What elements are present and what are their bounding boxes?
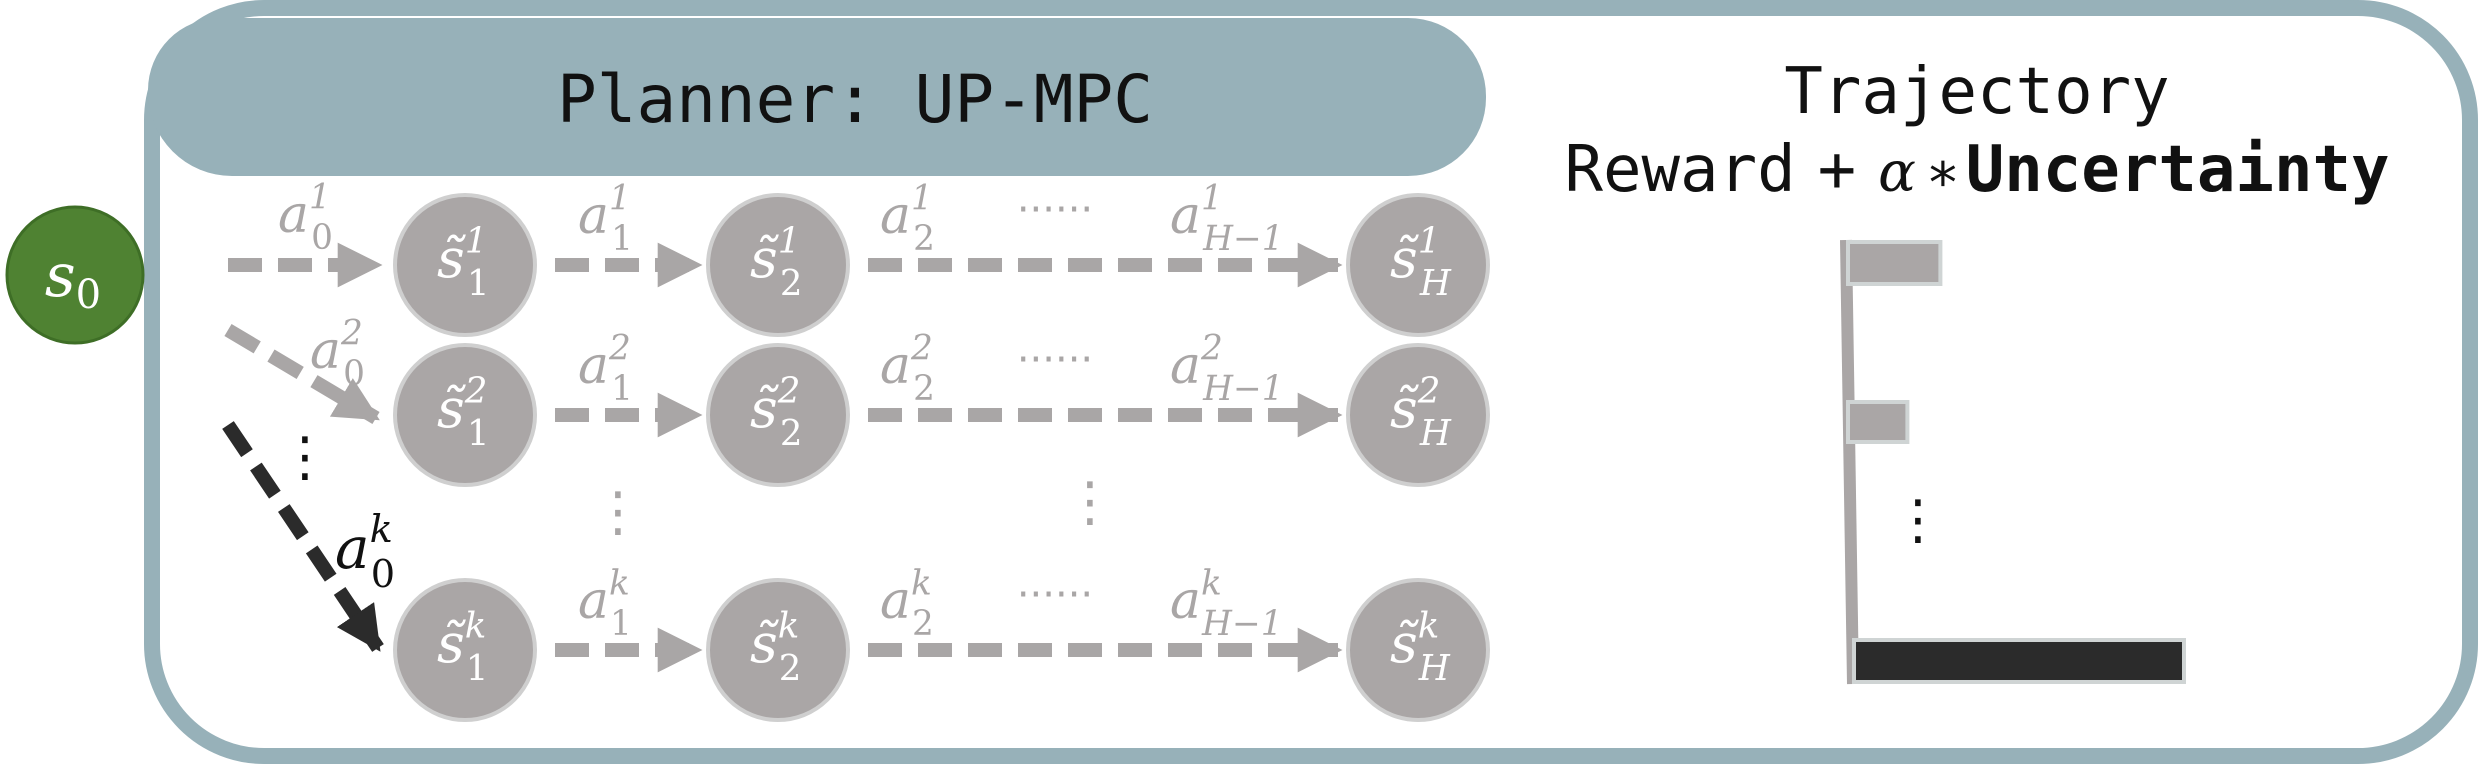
vertical-dots-col2: ⋮ xyxy=(1063,470,1117,533)
objective-line1: Trajectory xyxy=(1784,55,2169,129)
objective-alpha: α xyxy=(1878,140,1916,205)
vertical-dots-col1: ⋮ xyxy=(591,480,645,543)
predicted-state-node xyxy=(706,193,850,337)
horizon-gap-dots: ······ xyxy=(1017,337,1093,383)
horizon-gap-dots: ······ xyxy=(1017,572,1093,618)
best-trajectory-bar xyxy=(1852,638,2186,684)
predicted-state-node xyxy=(1346,193,1490,337)
initial-state-node xyxy=(5,205,145,345)
objective-reward: Reward xyxy=(1564,133,1795,207)
predicted-state-node xyxy=(706,343,850,487)
planner-title: Planner: UP-MPC xyxy=(557,61,1153,138)
horizon-gap-dots: ······ xyxy=(1017,187,1093,233)
predicted-state-node xyxy=(393,193,537,337)
first-action-arrow xyxy=(224,323,380,425)
vertical-dots-left: ⋮ xyxy=(278,425,332,488)
initial-state-label: s0 xyxy=(45,241,101,318)
trajectory-score-bar xyxy=(1846,400,1910,444)
predicted-state-node xyxy=(393,578,537,722)
objective-uncertainty: Uncertainty xyxy=(1966,133,2390,207)
bars-axis xyxy=(1840,239,1859,685)
planner-frame xyxy=(144,0,2478,764)
predicted-state-node xyxy=(393,343,537,487)
trajectory-score-bar xyxy=(1846,240,1943,286)
objective-line2: Reward + α∗Uncertainty xyxy=(1564,133,2389,207)
predicted-state-node xyxy=(706,578,850,722)
score-bars xyxy=(1840,239,2186,685)
objective-times: ∗ xyxy=(1926,140,1960,205)
objective-plus: + xyxy=(1818,133,1857,207)
predicted-state-node xyxy=(1346,343,1490,487)
vertical-dots-bars: ⋮ xyxy=(1891,488,1945,551)
predicted-state-node xyxy=(1346,578,1490,722)
planner-header xyxy=(148,18,1486,176)
chosen-first-action-arrow xyxy=(222,421,384,652)
